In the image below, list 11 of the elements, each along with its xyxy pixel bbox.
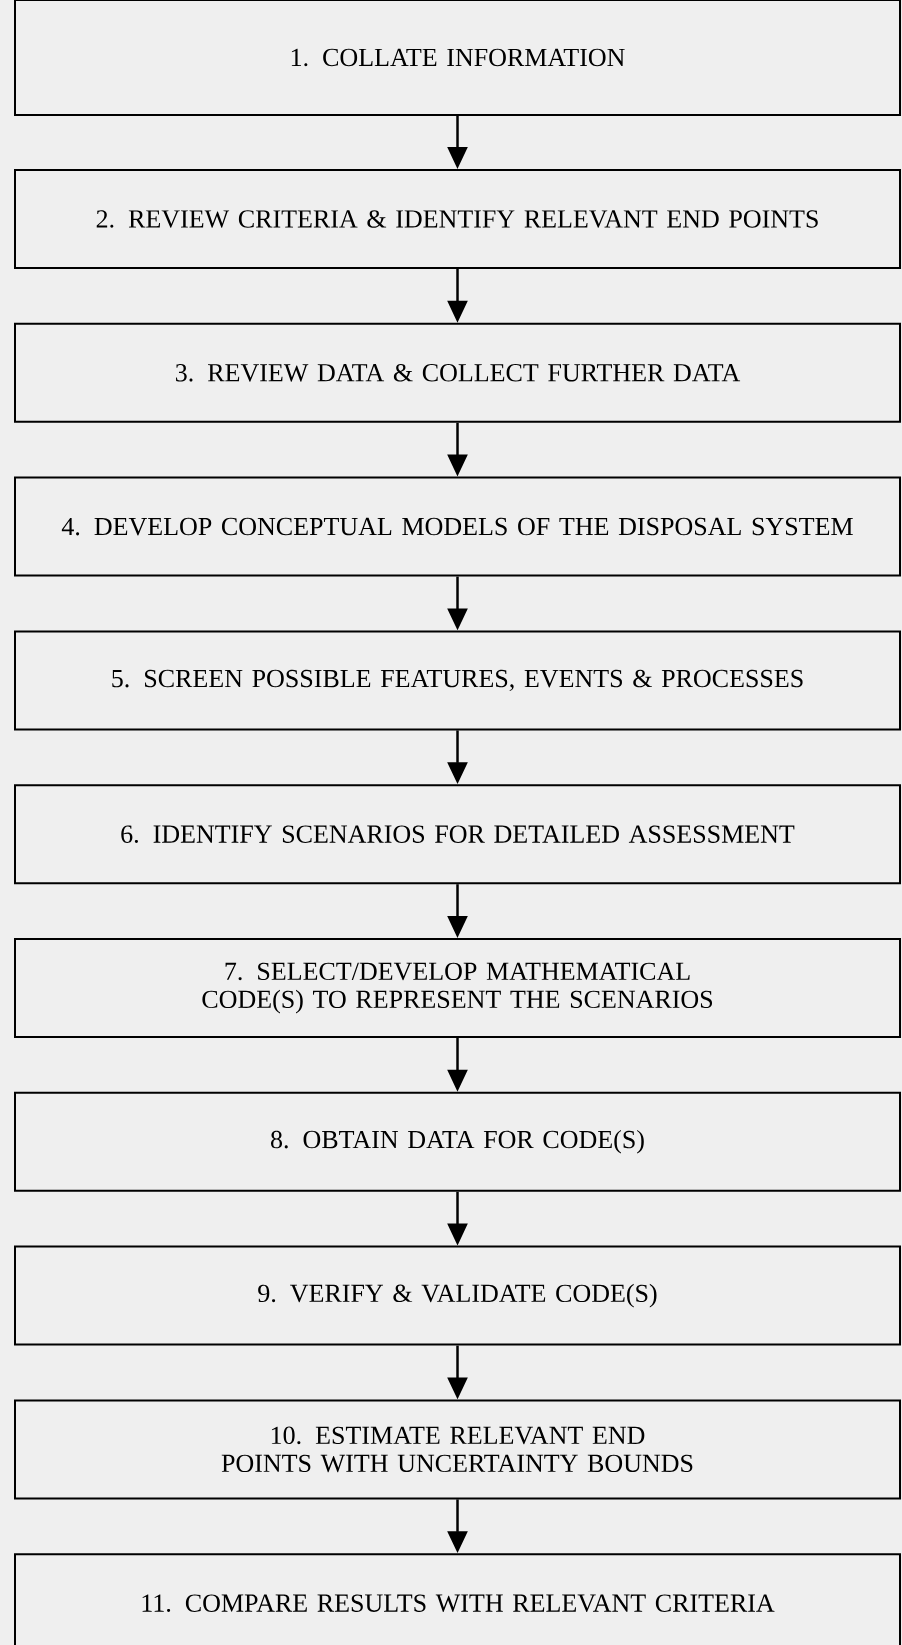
process-box: 9. VERIFY & VALIDATE CODE(S) xyxy=(14,1245,901,1346)
process-box: 6. IDENTIFY SCENARIOS FOR DETAILED ASSESSMENT xyxy=(14,784,901,885)
process-box: 5. SCREEN POSSIBLE FEATURES, EVENTS & PROCESSES xyxy=(14,630,901,731)
process-box: 7. SELECT/DEVELOP MATHEMATICAL CODE(S) TO REPRESENT THE SCENARIOS xyxy=(14,938,901,1038)
process-box: 2. REVIEW CRITERIA & IDENTIFY RELEVANT END POINTS xyxy=(14,169,901,269)
process-box: 1. COLLATE INFORMATION xyxy=(14,0,901,116)
process-box: 8. OBTAIN DATA FOR CODE(S) xyxy=(14,1091,901,1192)
process-box: 10. ESTIMATE RELEVANT END POINTS WITH UNCERTAINTY BOUNDS xyxy=(14,1399,901,1500)
process-box: 11. COMPARE RESULTS WITH RELEVANT CRITERIA xyxy=(14,1553,901,1645)
process-box: 3. REVIEW DATA & COLLECT FURTHER DATA xyxy=(14,322,901,423)
process-box: 4. DEVELOP CONCEPTUAL MODELS OF THE DISPOSAL SYSTEM xyxy=(14,476,901,577)
